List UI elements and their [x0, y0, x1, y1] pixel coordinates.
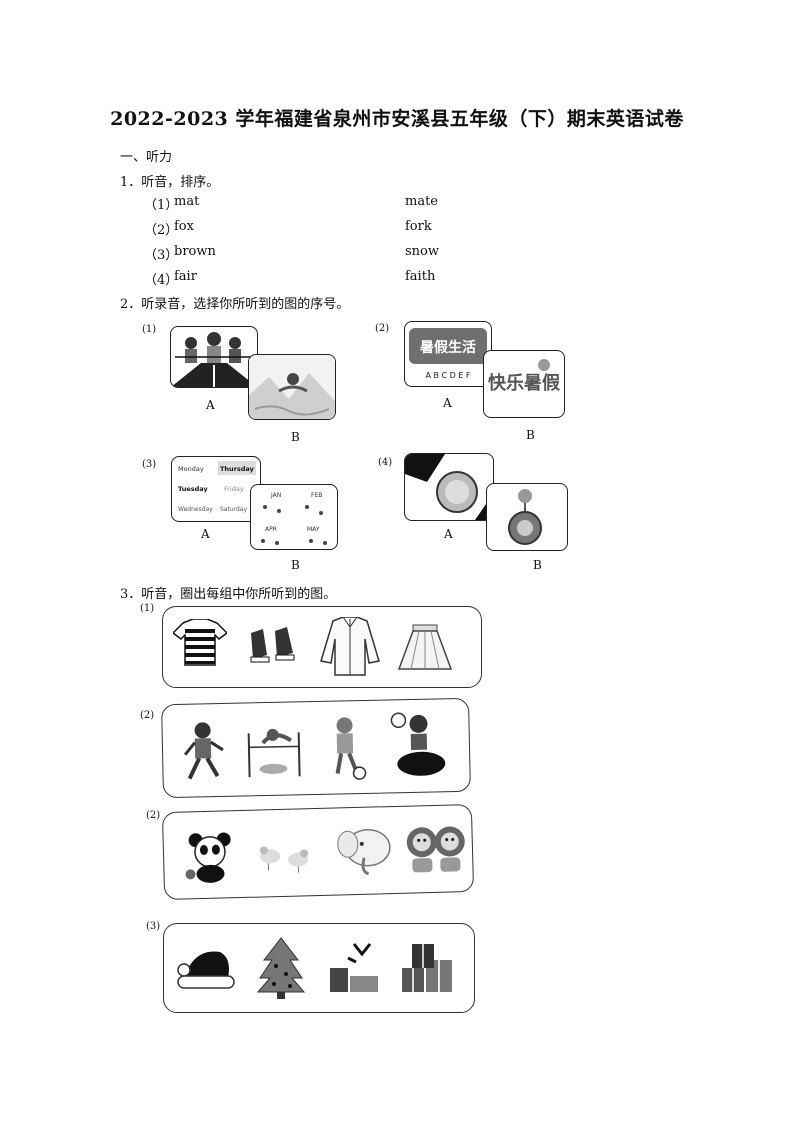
- q2-2-b-text: 快乐暑假: [488, 372, 561, 394]
- summer-life-card-icon: 暑假生活 A B C D E F: [409, 328, 487, 380]
- q3-prompt: 3．听音，圈出每组中你所听到的图。: [120, 587, 337, 602]
- q2-option-a-label: A: [443, 396, 452, 410]
- q2-group-number: (3): [142, 459, 157, 470]
- q3-row-2: [161, 697, 471, 799]
- medal-hand-icon: [405, 454, 493, 520]
- q1-word-right: mate: [405, 194, 438, 209]
- q1-num: （2）: [144, 223, 179, 238]
- q3-row-4: [163, 923, 475, 1013]
- q1-word-left: fox: [174, 219, 194, 234]
- high-jump-icon: [247, 728, 301, 778]
- jacket-icon: [320, 617, 380, 676]
- q2-option-a-label: A: [444, 527, 453, 541]
- q1-word-left: mat: [174, 194, 200, 209]
- q1-word-right: snow: [405, 244, 439, 259]
- section-heading: 一、听力: [120, 150, 173, 165]
- gifts-pile-icon: [330, 943, 378, 992]
- q3-row-1: [162, 606, 482, 688]
- girl-on-ball-icon: [390, 712, 446, 776]
- q3-row-number: (2): [140, 710, 155, 721]
- svg-text:Wednesday: Wednesday: [178, 506, 213, 513]
- q2-group-number: (1): [142, 324, 157, 335]
- q2-2-option-b-picture: 快乐暑假: [483, 350, 565, 418]
- q1-num: （1）: [144, 198, 179, 213]
- q1-list: （1） mat mate （2） fox fork （3） brown snow…: [144, 194, 484, 294]
- presents-icon: [402, 944, 452, 992]
- swimming-scene-icon: [249, 355, 335, 419]
- soccer-boy-icon: [335, 717, 367, 780]
- badge-emblem-icon: [508, 489, 542, 545]
- q1-word-left: brown: [174, 244, 216, 259]
- q2-group-number: (2): [375, 323, 390, 334]
- santa-hat-icon: [177, 951, 235, 989]
- q1-row: （4） fair faith: [144, 269, 484, 294]
- q1-row: （2） fox fork: [144, 219, 484, 244]
- q2-2-a-letters: A B C D E F: [425, 371, 470, 380]
- q2-option-b-label: B: [533, 558, 542, 572]
- q1-word-right: fork: [405, 219, 432, 234]
- months-calendar-icon: JAN FEB APR MAY: [261, 492, 327, 545]
- q1-row: （1） mat mate: [144, 194, 484, 219]
- q2-option-a-label: A: [201, 527, 210, 541]
- svg-text:APR: APR: [265, 526, 277, 533]
- birds-icon: [259, 846, 309, 873]
- svg-text:JAN: JAN: [270, 492, 281, 499]
- q2-1-option-a-picture: [170, 326, 258, 388]
- page-title: 2022-2023 学年福建省泉州市安溪县五年级（下）期末英语试卷: [110, 108, 684, 130]
- q1-word-right: faith: [405, 269, 436, 284]
- q2-4-option-b-picture: [486, 483, 568, 551]
- q2-2-option-a-picture: 暑假生活 A B C D E F: [404, 321, 492, 387]
- q3-row-number: (3): [146, 921, 161, 932]
- children-race-icon: [171, 332, 257, 387]
- q2-option-b-label: B: [291, 430, 300, 444]
- q1-num: （4）: [144, 273, 179, 288]
- q2-group-number: (4): [378, 457, 393, 468]
- happy-summer-card-icon: 快乐暑假: [488, 359, 561, 394]
- q3-row-number: (2): [146, 810, 161, 821]
- q2-2-a-text: 暑假生活: [420, 339, 476, 356]
- q2-3-option-a-picture: Monday Thursday Tuesday Friday Wednesday…: [171, 456, 261, 522]
- svg-text:FEB: FEB: [311, 492, 322, 499]
- q3-row-3: [161, 803, 475, 901]
- elephant-icon: [337, 828, 391, 876]
- q1-num: （3）: [144, 248, 179, 263]
- q2-option-b-label: B: [526, 428, 535, 442]
- q3-row-number: (1): [140, 603, 155, 614]
- svg-text:Monday: Monday: [178, 465, 204, 473]
- skirt-icon: [397, 624, 453, 670]
- panda-icon: [185, 832, 231, 883]
- svg-text:MAY: MAY: [307, 526, 320, 533]
- q1-row: （3） brown snow: [144, 244, 484, 269]
- q2-3-option-b-picture: JAN FEB APR MAY: [250, 484, 338, 550]
- striped-tshirt-icon: [173, 619, 227, 666]
- sneakers-icon: [250, 627, 295, 663]
- q2-option-a-label: A: [206, 398, 215, 412]
- lions-icon: [406, 826, 465, 873]
- svg-text:Friday: Friday: [224, 485, 244, 493]
- q1-word-left: fair: [174, 269, 197, 284]
- svg-text:Tuesday: Tuesday: [178, 485, 208, 493]
- q2-option-b-label: B: [291, 558, 300, 572]
- running-boy-icon: [183, 722, 224, 780]
- q2-4-option-a-picture: [404, 453, 494, 521]
- svg-text:Saturday: Saturday: [220, 506, 247, 513]
- q1-prompt: 1．听音，排序。: [120, 175, 220, 190]
- q2-prompt: 2．听录音，选择你所听到的图的序号。: [120, 297, 350, 312]
- svg-text:Thursday: Thursday: [220, 465, 255, 473]
- weekdays-chart-icon: Monday Thursday Tuesday Friday Wednesday…: [178, 461, 256, 513]
- christmas-tree-icon: [256, 937, 306, 999]
- q2-1-option-b-picture: [248, 354, 336, 420]
